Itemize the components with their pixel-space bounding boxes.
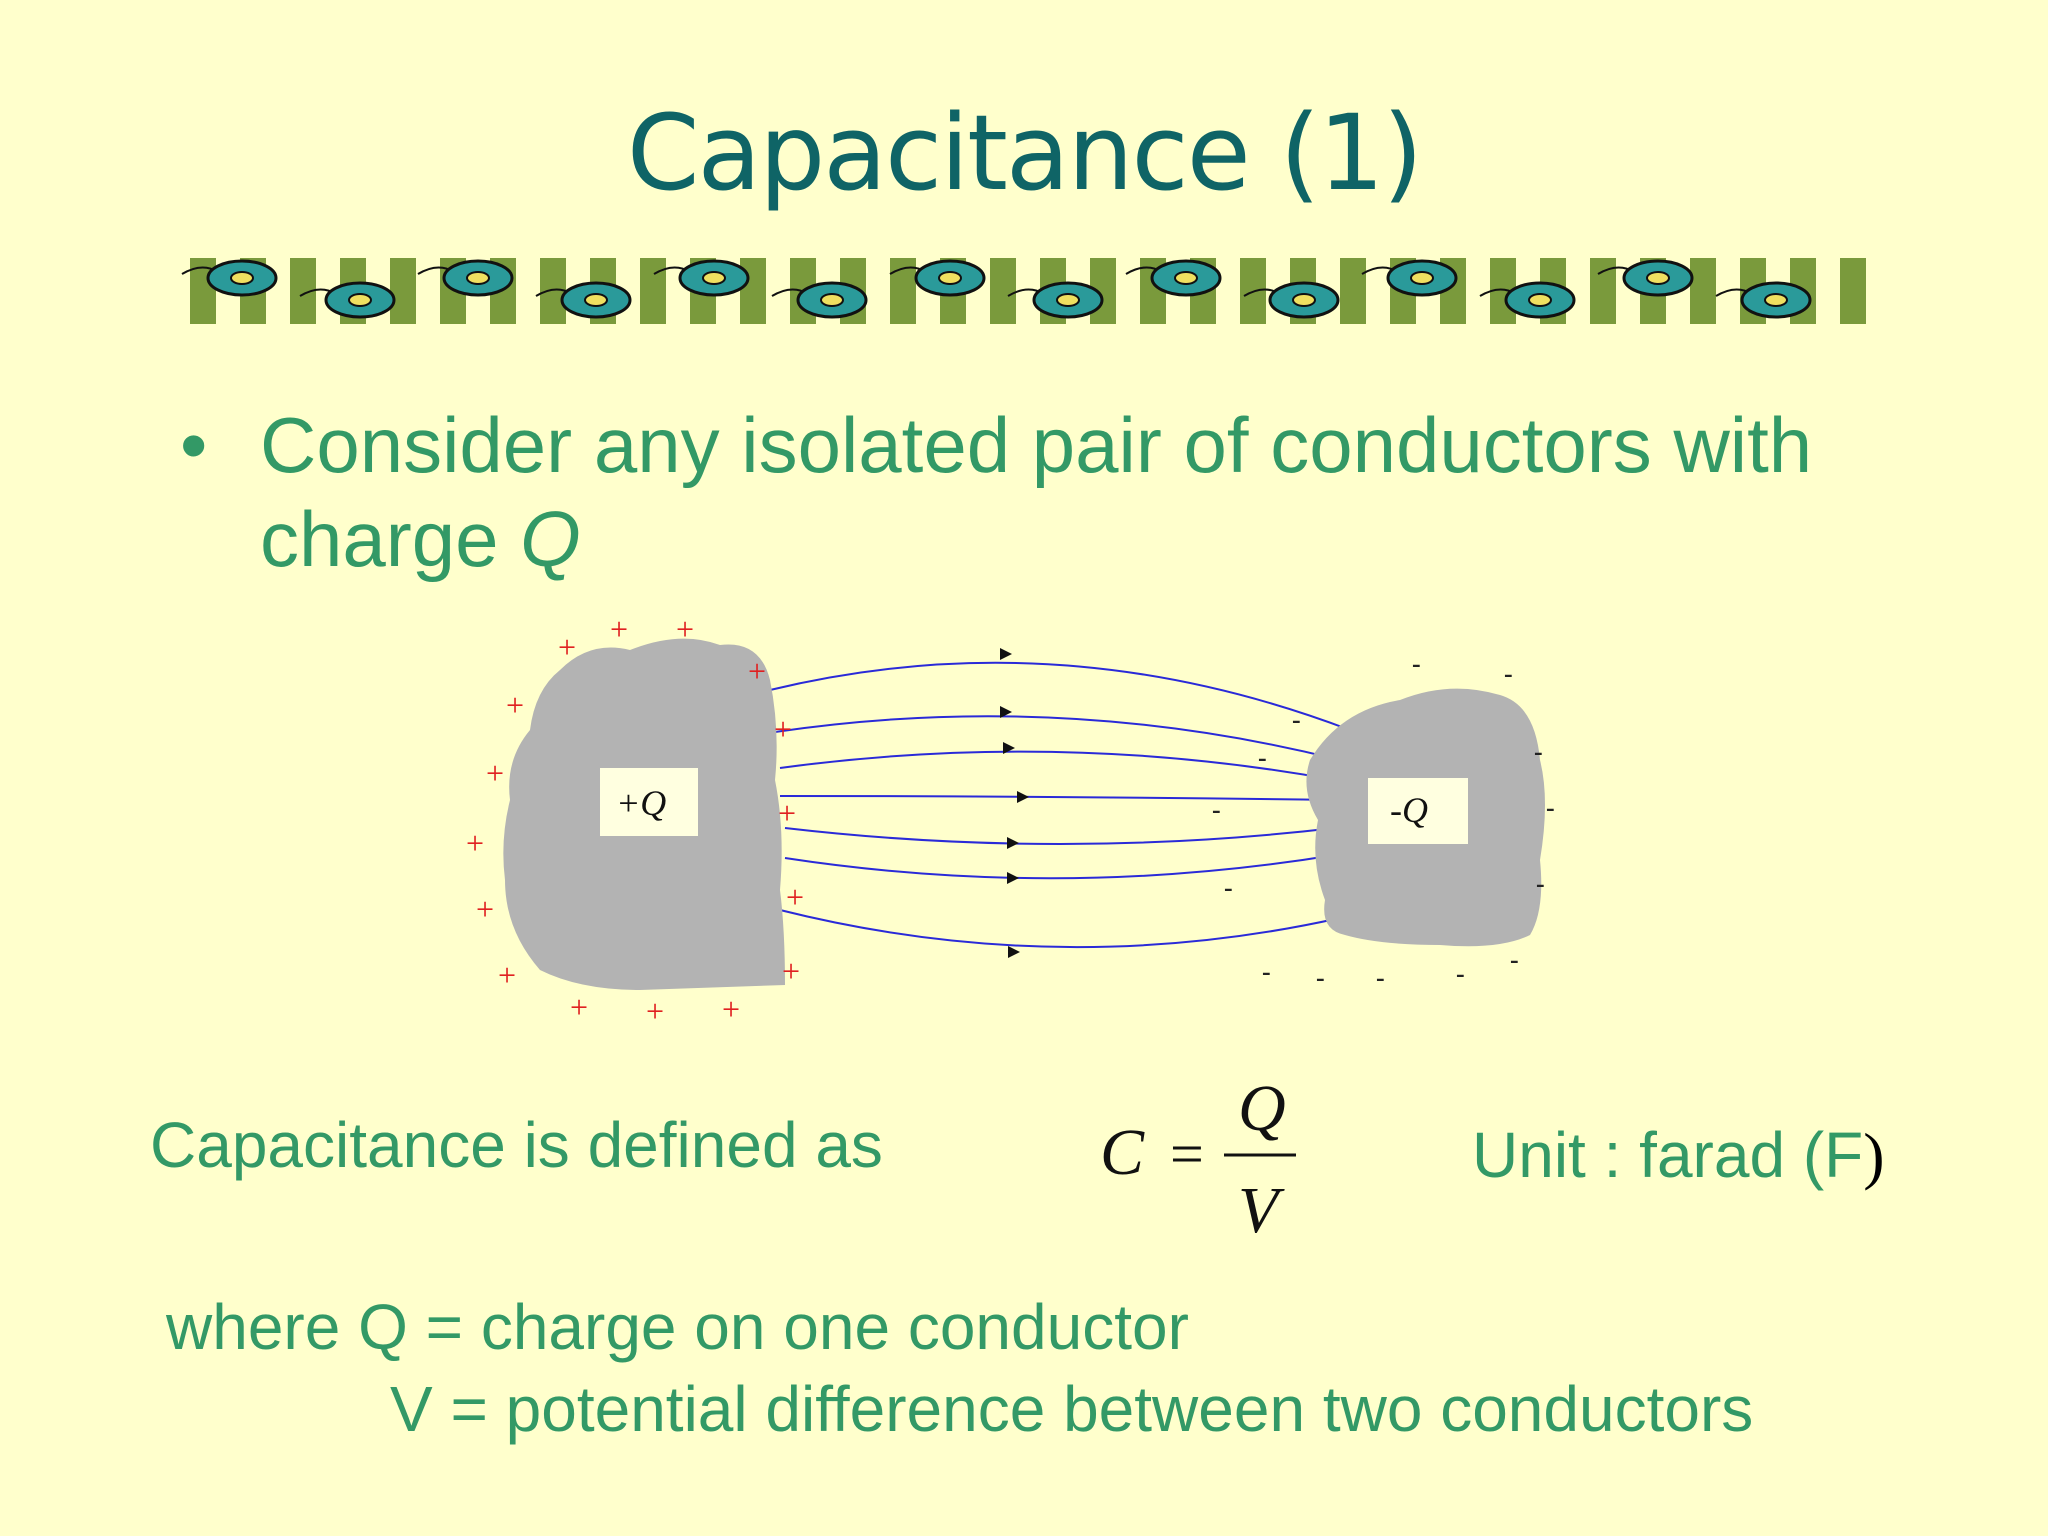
plus-sign: + xyxy=(498,957,516,993)
minus-sign: - xyxy=(1376,963,1385,992)
negative-charge-label: -Q xyxy=(1390,790,1428,830)
plus-sign: + xyxy=(778,795,796,831)
border-stripe xyxy=(390,258,416,324)
flower-icon xyxy=(299,281,396,319)
field-line xyxy=(779,795,1336,801)
flower-icon xyxy=(1361,259,1458,297)
border-stripe xyxy=(640,258,666,324)
field-arrow xyxy=(1000,648,1012,660)
plus-sign: + xyxy=(476,891,494,927)
definition-text: Capacitance is defined as xyxy=(150,1109,883,1181)
flower-icon xyxy=(771,281,868,319)
field-line xyxy=(784,827,1336,845)
plus-sign: + xyxy=(466,825,484,861)
positive-charge-label: +Q xyxy=(616,783,666,823)
where-line-charge: where Q = charge on one conductor xyxy=(166,1291,1189,1363)
flower-icon xyxy=(417,259,514,297)
field-arrow xyxy=(1003,742,1015,754)
unit-text: Unit : farad (F) xyxy=(1472,1118,1885,1193)
negative-charge-box xyxy=(1368,778,1468,844)
formula-numerator: Q xyxy=(1238,1072,1286,1145)
field-line xyxy=(779,909,1341,949)
plus-sign: + xyxy=(570,989,588,1025)
minus-sign: - xyxy=(1412,649,1421,678)
flower-icon xyxy=(535,281,632,319)
plus-sign: + xyxy=(722,991,740,1027)
capacitance-formula: C = Q V xyxy=(1100,1072,1296,1247)
field-arrow xyxy=(1000,706,1012,718)
conductors-diagram: +Q -Q + + + + + + + + + + + + + + + + - … xyxy=(466,611,1555,1029)
plus-sign: + xyxy=(748,653,766,689)
field-arrows xyxy=(1000,648,1029,958)
formula-lhs: C xyxy=(1100,1116,1145,1189)
flower-icon xyxy=(653,259,750,297)
plus-sign: + xyxy=(558,629,576,665)
flower-icon xyxy=(1125,259,1222,297)
minus-sign: - xyxy=(1292,705,1301,734)
field-line xyxy=(774,715,1341,761)
formula-equals: = xyxy=(1170,1121,1204,1187)
minus-sign: - xyxy=(1546,793,1555,822)
minus-sign: - xyxy=(1224,873,1233,902)
border-stripe xyxy=(1690,258,1716,324)
where-line-potential: V = potential difference between two con… xyxy=(390,1373,1754,1445)
minus-signs: - - - - - - - - - - - - - - xyxy=(1212,649,1555,992)
plus-sign: + xyxy=(486,755,504,791)
minus-sign: - xyxy=(1510,945,1519,974)
plus-signs: + + + + + + + + + + + + + + + + xyxy=(466,611,804,1029)
minus-sign: - xyxy=(1258,743,1267,772)
unit-label: Unit : farad (F xyxy=(1472,1119,1864,1191)
field-arrow xyxy=(1008,946,1020,958)
flower-icon xyxy=(1243,281,1340,319)
minus-sign: - xyxy=(1262,957,1271,986)
field-line xyxy=(769,661,1351,731)
plus-sign: + xyxy=(506,687,524,723)
field-arrow xyxy=(1017,791,1029,803)
field-line xyxy=(779,750,1336,781)
flower-icon xyxy=(1007,281,1104,319)
border-stripe xyxy=(1840,258,1866,324)
flower-icon xyxy=(181,259,278,297)
border-stripe xyxy=(1340,258,1366,324)
flower-icon xyxy=(1597,259,1694,297)
flower-icon xyxy=(1715,281,1812,319)
flower-icon xyxy=(889,259,986,297)
bullet-text-symbol: Q xyxy=(520,495,581,583)
flower-border-decoration xyxy=(181,258,1866,324)
minus-sign: - xyxy=(1534,737,1543,766)
field-arrow xyxy=(1007,837,1019,849)
flower-icon xyxy=(1479,281,1576,319)
plus-sign: + xyxy=(774,711,792,747)
field-line xyxy=(784,854,1336,880)
plus-sign: + xyxy=(676,611,694,647)
field-arrow xyxy=(1007,872,1019,884)
formula-denominator: V xyxy=(1238,1174,1285,1247)
plus-sign: + xyxy=(782,953,800,989)
bullet-text-main: Consider any isolated pair of conductors… xyxy=(260,401,1813,583)
plus-sign: + xyxy=(610,611,628,647)
plus-sign: + xyxy=(786,879,804,915)
bullet-text: Consider any isolated pair of conductors… xyxy=(260,398,1900,586)
plus-sign: + xyxy=(646,993,664,1029)
minus-sign: - xyxy=(1212,795,1221,824)
unit-close-paren: ) xyxy=(1863,1120,1885,1191)
positive-charge-box xyxy=(600,768,698,836)
minus-sign: - xyxy=(1504,659,1513,688)
bullet-icon: • xyxy=(180,401,208,489)
field-lines xyxy=(769,661,1351,949)
minus-sign: - xyxy=(1536,869,1545,898)
minus-sign: - xyxy=(1456,959,1465,988)
border-stripe xyxy=(990,258,1016,324)
slide-title: Capacitance (1) xyxy=(626,92,1423,214)
minus-sign: - xyxy=(1316,963,1325,992)
